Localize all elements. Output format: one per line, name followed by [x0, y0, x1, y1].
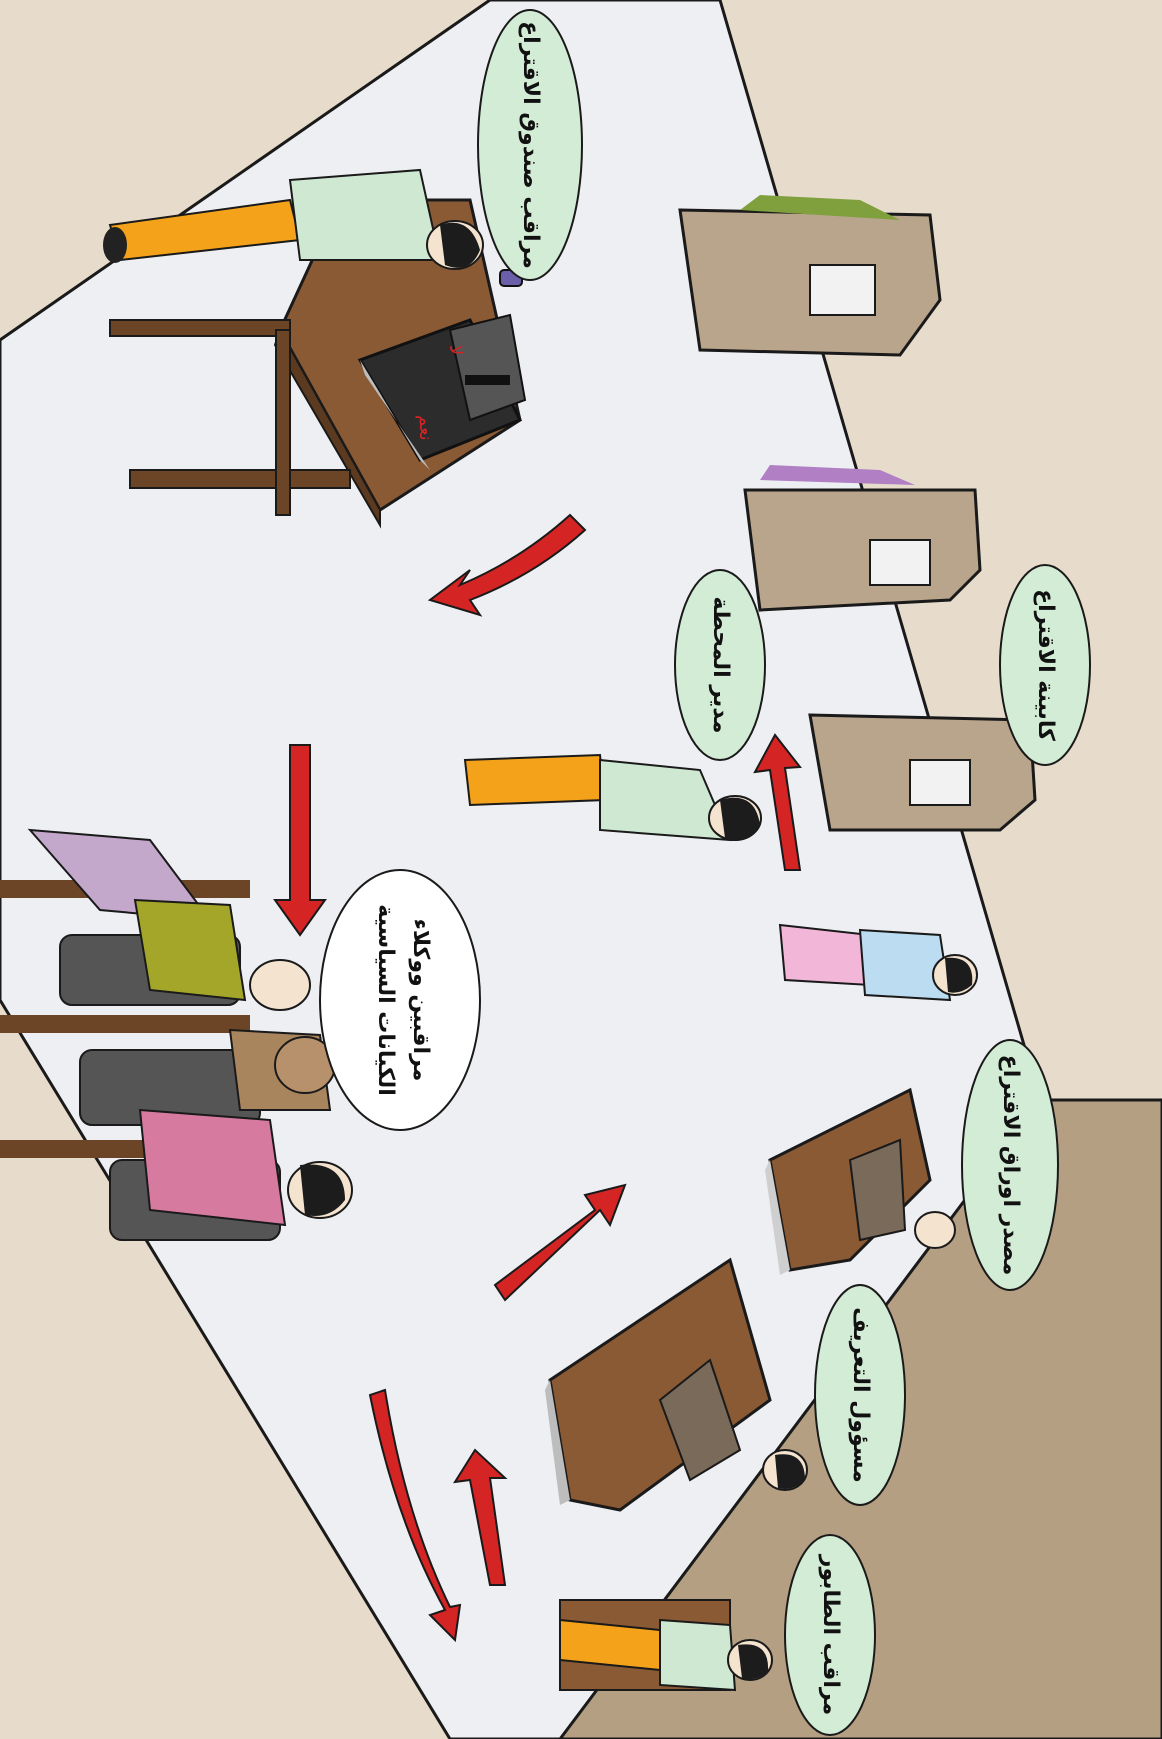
arrow-ballot-box-to-observers	[427, 513, 587, 617]
bubble-observers-agents: مراقبين ووكلاء الكيانات السياسية	[319, 869, 481, 1131]
identification-desk	[545, 1257, 808, 1512]
ballot-box-mark-yes: نعم	[415, 415, 436, 441]
label-station-manager: مدير المحطة	[708, 596, 733, 733]
flow-arrows	[273, 513, 802, 1643]
observers-seated	[0, 828, 353, 1241]
voting-booth-1	[678, 195, 942, 357]
ballot-box-mark-no: لا	[445, 345, 466, 355]
voting-booth-2	[743, 465, 982, 612]
voting-booth-3	[808, 713, 1037, 832]
bubble-voting-booth: كابينة الاقتراع	[999, 564, 1091, 766]
label-observers-agents-line1: مراقبين ووكلاء	[408, 919, 433, 1082]
ballot-box: لا نعم	[357, 313, 527, 470]
queue-monitor-person	[559, 1599, 773, 1692]
voter-person	[778, 923, 978, 1002]
arrow-up-right	[753, 733, 802, 871]
arrow-curve-queue	[368, 1388, 462, 1643]
bubble-station-manager: مدير المحطة	[674, 569, 766, 761]
bubble-identification-officer: مسؤول التعريف	[814, 1284, 906, 1506]
label-ballot-issuer: مصدر اوراق الاقتراع	[998, 1055, 1023, 1276]
floor	[0, 0, 1042, 1739]
bubble-ballot-box-monitor: مراقب صندوق الاقتراع	[477, 9, 583, 281]
label-voting-booth: كابينة الاقتراع	[1033, 589, 1058, 741]
bubble-queue-monitor: مراقب الطابور	[784, 1534, 876, 1736]
label-observers-agents-line2: الكيانات السياسية	[373, 904, 398, 1096]
arrow-down-left	[273, 744, 327, 937]
ballot-box-monitor-person	[103, 168, 523, 287]
label-identification-officer: مسؤول التعريف	[848, 1307, 873, 1483]
arrow-up-identification	[453, 1448, 508, 1586]
ballot-issuer-desk	[765, 1087, 956, 1275]
label-queue-monitor: مراقب الطابور	[818, 1554, 843, 1715]
station-manager-person	[463, 753, 762, 842]
label-ballot-box-monitor: مراقب صندوق الاقتراع	[518, 21, 543, 269]
bubble-ballot-issuer: مصدر اوراق الاقتراع	[961, 1039, 1059, 1291]
arrow-issuer-to-booths	[493, 1183, 627, 1302]
